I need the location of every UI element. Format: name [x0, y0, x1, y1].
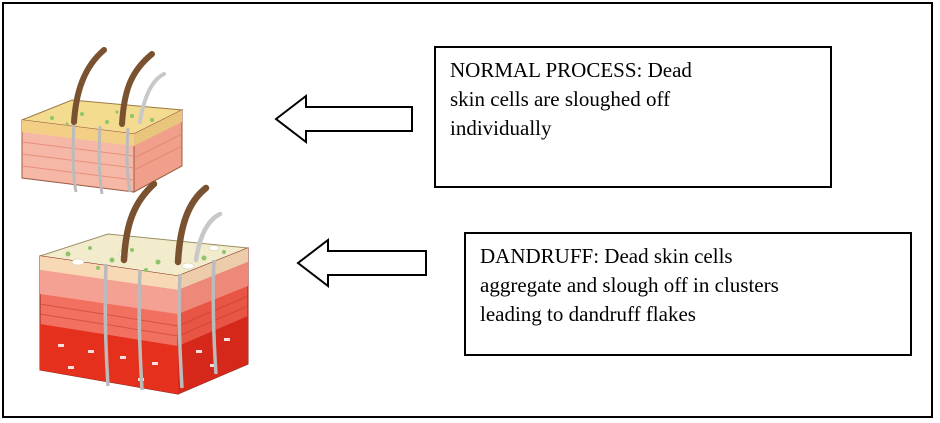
normal-skin-illustration [21, 47, 184, 195]
diagram-frame: NORMAL PROCESS: Dead skin cells are slou… [2, 2, 933, 418]
dandruff-line-2: aggregate and slough off in clusters [480, 273, 779, 297]
normal-line-3: individually [450, 116, 552, 140]
normal-arrow [274, 93, 413, 145]
dandruff-skin-illustration [39, 180, 249, 395]
dandruff-line-1: DANDRUFF: Dead skin cells [480, 244, 733, 268]
normal-process-label: NORMAL PROCESS: Dead skin cells are slou… [434, 46, 832, 188]
normal-line-2: skin cells are sloughed off [450, 87, 671, 111]
dandruff-line-3: leading to dandruff flakes [480, 302, 696, 326]
dandruff-arrow [296, 237, 427, 289]
normal-line-1: NORMAL PROCESS: Dead [450, 58, 692, 82]
dandruff-label: DANDRUFF: Dead skin cells aggregate and … [464, 232, 912, 356]
